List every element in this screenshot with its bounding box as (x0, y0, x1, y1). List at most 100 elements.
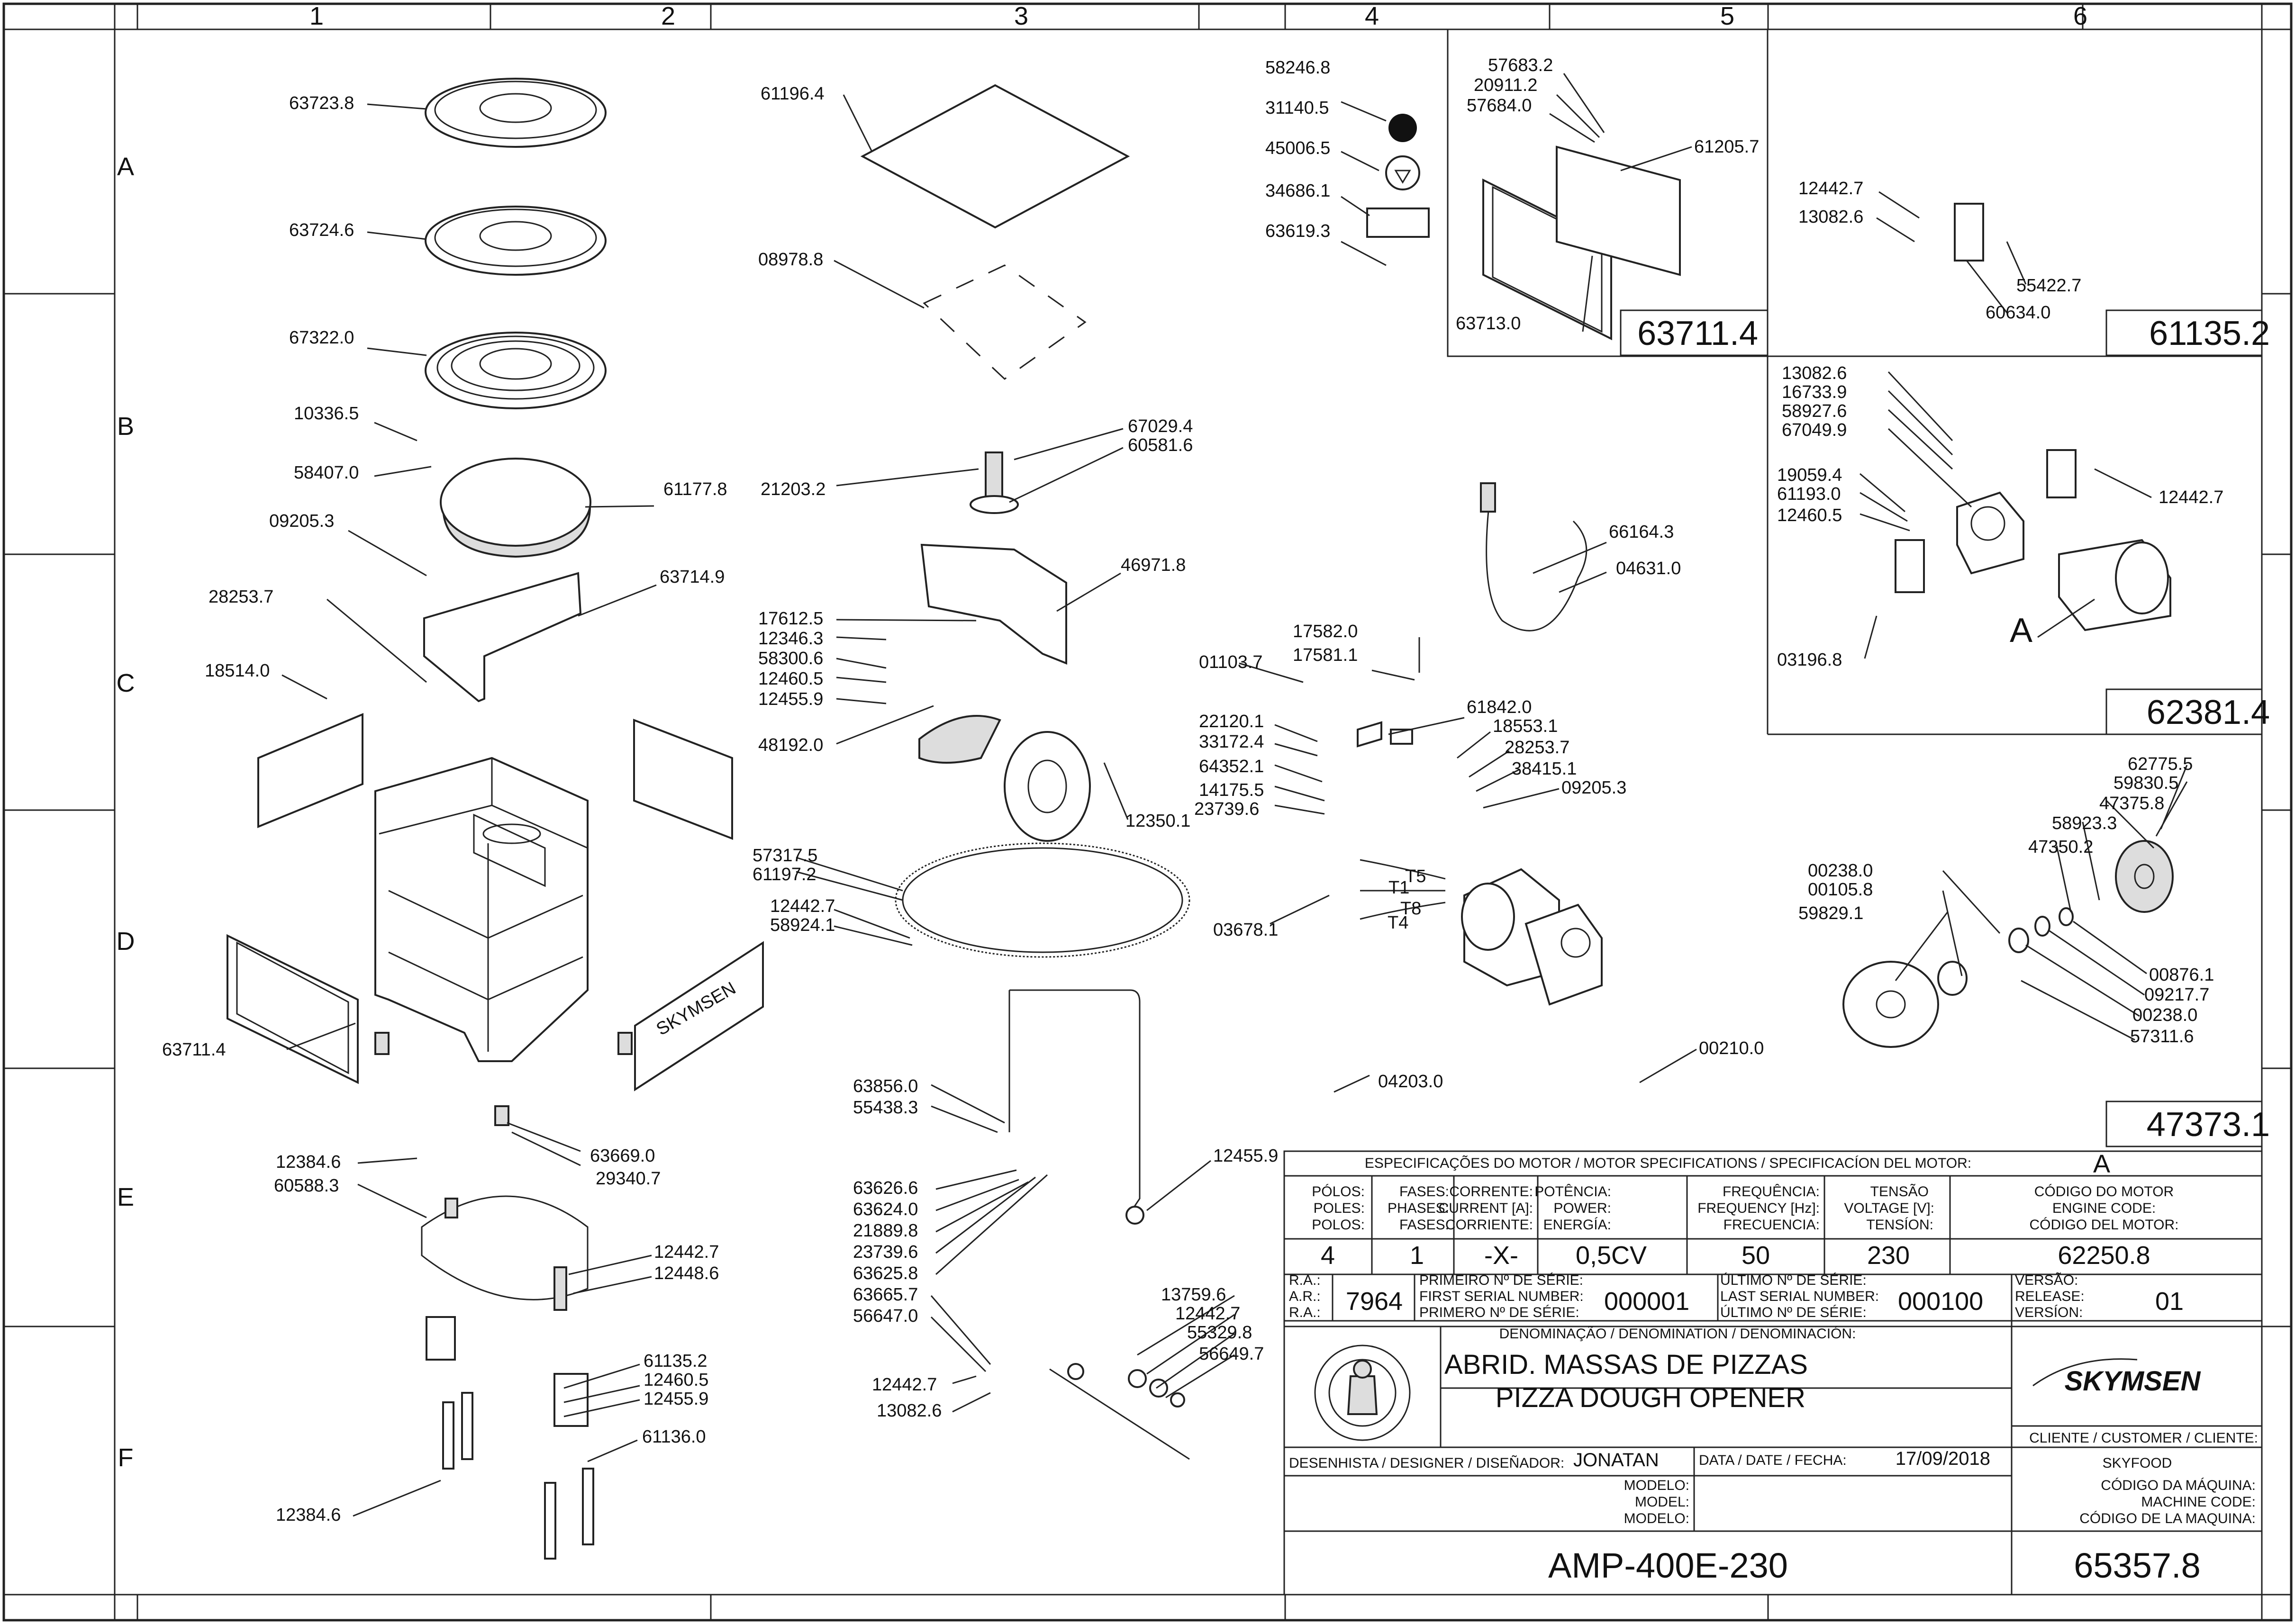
ra-header-en: A.R.: (1289, 1289, 1321, 1304)
current-header-en: CURRENT [A]: (1439, 1200, 1533, 1216)
engine-code-value: 62250.8 (2058, 1241, 2150, 1270)
part-55422-7: 55422.7 (2016, 276, 2081, 296)
voltage-header-en: VOLTAGE [V]: (1844, 1200, 1934, 1216)
part-13082-6: 13082.6 (877, 1401, 942, 1421)
grid-row-c: C (117, 669, 135, 697)
power-header-en: POWER: (1553, 1200, 1611, 1216)
grid-col-1: 1 (309, 2, 324, 30)
motor-spec-ref: A (2093, 1150, 2110, 1178)
part-09217-7: 09217.7 (2144, 985, 2209, 1005)
part-00105-8: 00105.8 (1808, 880, 1873, 900)
part-57317-5: 57317.5 (753, 846, 817, 866)
part-13082-6-c: 13082.6 (1782, 363, 1847, 383)
grid-row-a: A (117, 153, 134, 181)
part-12384-6-b: 12384.6 (276, 1505, 341, 1525)
date-value: 17/09/2018 (1896, 1448, 1990, 1469)
part-12346-3: 12346.3 (758, 629, 823, 649)
motor-a-callout: A (2010, 612, 2032, 650)
part-00238-0-b: 00238.0 (2132, 1005, 2197, 1025)
poles-header-es: POLOS: (1312, 1217, 1365, 1233)
part-28253-7-b: 28253.7 (1505, 738, 1569, 758)
gearmotor: T5 T1 T8 T4 (1360, 859, 1603, 1006)
part-10336-5: 10336.5 (294, 404, 359, 424)
current-header-es: CORRIENTE: (1445, 1217, 1533, 1233)
frequency-header-es: FRECUENCIA: (1724, 1217, 1820, 1233)
feet-and-ring (374, 1032, 633, 1311)
part-63619-3: 63619.3 (1265, 221, 1330, 241)
voltage-header-pt: TENSÃO (1870, 1183, 1929, 1200)
kit-47373-1: 47373.1 (2147, 1106, 2270, 1144)
part-12455-9-c: 12455.9 (1213, 1146, 1278, 1166)
grid-col-6: 6 (2073, 2, 2087, 30)
last-serial-header-es: ÚLTIMO Nº DE SÉRIE: (1720, 1305, 1867, 1320)
grid-row-f: F (118, 1444, 134, 1472)
part-21203-2: 21203.2 (761, 479, 825, 499)
part-63669-0: 63669.0 (590, 1146, 655, 1166)
part-14175-5: 14175.5 (1199, 780, 1264, 800)
part-17612-5: 17612.5 (758, 609, 823, 629)
kit-boxes: 63711.4 61135.2 62381.4 47373.1 (1447, 28, 2270, 1147)
part-17581-1: 17581.1 (1293, 645, 1358, 665)
part-18553-1: 18553.1 (1493, 716, 1558, 736)
part-12448-6: 12448.6 (654, 1263, 719, 1283)
part-12442-7: 12442.7 (654, 1242, 719, 1262)
part-23739-6-b: 23739.6 (1194, 799, 1259, 819)
trays-and-plates (425, 78, 607, 558)
part-61136-0: 61136.0 (642, 1427, 706, 1447)
part-04631-0: 04631.0 (1616, 559, 1681, 578)
power-header-pt: POTÊNCIA: (1534, 1184, 1611, 1200)
part-22120-1: 22120.1 (1199, 712, 1264, 731)
part-23739-6: 23739.6 (853, 1242, 918, 1262)
product-name-pt: ABRID. MASSAS DE PIZZAS (1444, 1349, 1808, 1380)
part-33172-4: 33172.4 (1199, 732, 1264, 752)
part-59829-1: 59829.1 (1798, 903, 1863, 923)
date-header: DATA / DATE / FECHA: (1699, 1453, 1847, 1468)
engine-code-header-pt: CÓDIGO DO MOTOR (2034, 1184, 2174, 1200)
part-00238-0: 00238.0 (1808, 861, 1873, 881)
frequency-header-en: FREQUENCY [Hz]: (1697, 1200, 1820, 1216)
part-12460-5-b: 12460.5 (758, 669, 823, 689)
phases-header-pt: FASES: (1399, 1184, 1449, 1200)
part-61205-7: 61205.7 (1694, 137, 1759, 157)
part-63714-9: 63714.9 (660, 567, 725, 587)
part-45006-5: 45006.5 (1265, 138, 1330, 158)
motor-spec-header: ESPECIFICAÇÕES DO MOTOR / MOTOR SPECIFIC… (1365, 1155, 1971, 1171)
part-57311-6: 57311.6 (2130, 1027, 2194, 1047)
last-serial-header-en: LAST SERIAL NUMBER: (1720, 1289, 1879, 1304)
ra-value: 7964 (1346, 1287, 1403, 1316)
version-header-es: VERSÍON: (2015, 1305, 2083, 1320)
product-name-en: PIZZA DOUGH OPENER (1496, 1382, 1805, 1413)
part-55438-3: 55438.3 (853, 1098, 918, 1118)
part-12350-1: 12350.1 (1125, 811, 1190, 831)
part-20911-2: 20911.2 (1474, 75, 1538, 95)
part-12442-7-c: 12442.7 (872, 1375, 937, 1395)
model-header-es: MODELO: (1624, 1511, 1689, 1526)
part-58927-6: 58927.6 (1782, 401, 1847, 421)
poles-header-en: POLES: (1314, 1200, 1365, 1216)
machine-frame (374, 757, 589, 1062)
part-63665-7: 63665.7 (853, 1285, 918, 1305)
customer-value: SKYFOOD (2103, 1455, 2172, 1471)
kit-61135-2: 61135.2 (2149, 315, 2270, 352)
machine-code-value: 65357.8 (2074, 1546, 2201, 1585)
part-12455-9-b: 12455.9 (758, 689, 823, 709)
kit-63711-4: 63711.4 (1637, 315, 1758, 352)
first-serial-header-en: FIRST SERIAL NUMBER: (1419, 1289, 1584, 1304)
part-57684-0: 57684.0 (1467, 96, 1532, 116)
phases-header-en: PHASES: (1388, 1200, 1449, 1216)
part-17582-0: 17582.0 (1293, 622, 1358, 641)
part-56649-7: 56649.7 (1199, 1344, 1264, 1364)
version-value: 01 (2155, 1287, 2184, 1316)
designer-value: JONATAN (1573, 1450, 1659, 1471)
part-12455-9: 12455.9 (644, 1389, 708, 1409)
part-12442-7-e: 12442.7 (1798, 179, 1863, 198)
top-plate-and-shaft (860, 84, 1130, 514)
poles-value: 4 (1321, 1241, 1335, 1270)
top-cover (423, 572, 582, 703)
part-62775-5: 62775.5 (2128, 754, 2193, 774)
power-header-es: ENERGÍA: (1543, 1217, 1611, 1233)
part-04203-0: 04203.0 (1378, 1072, 1443, 1092)
version-header-en: RELEASE: (2015, 1289, 2085, 1304)
machine-code-header-es: CÓDIGO DE LA MAQUINA: (2079, 1511, 2256, 1526)
